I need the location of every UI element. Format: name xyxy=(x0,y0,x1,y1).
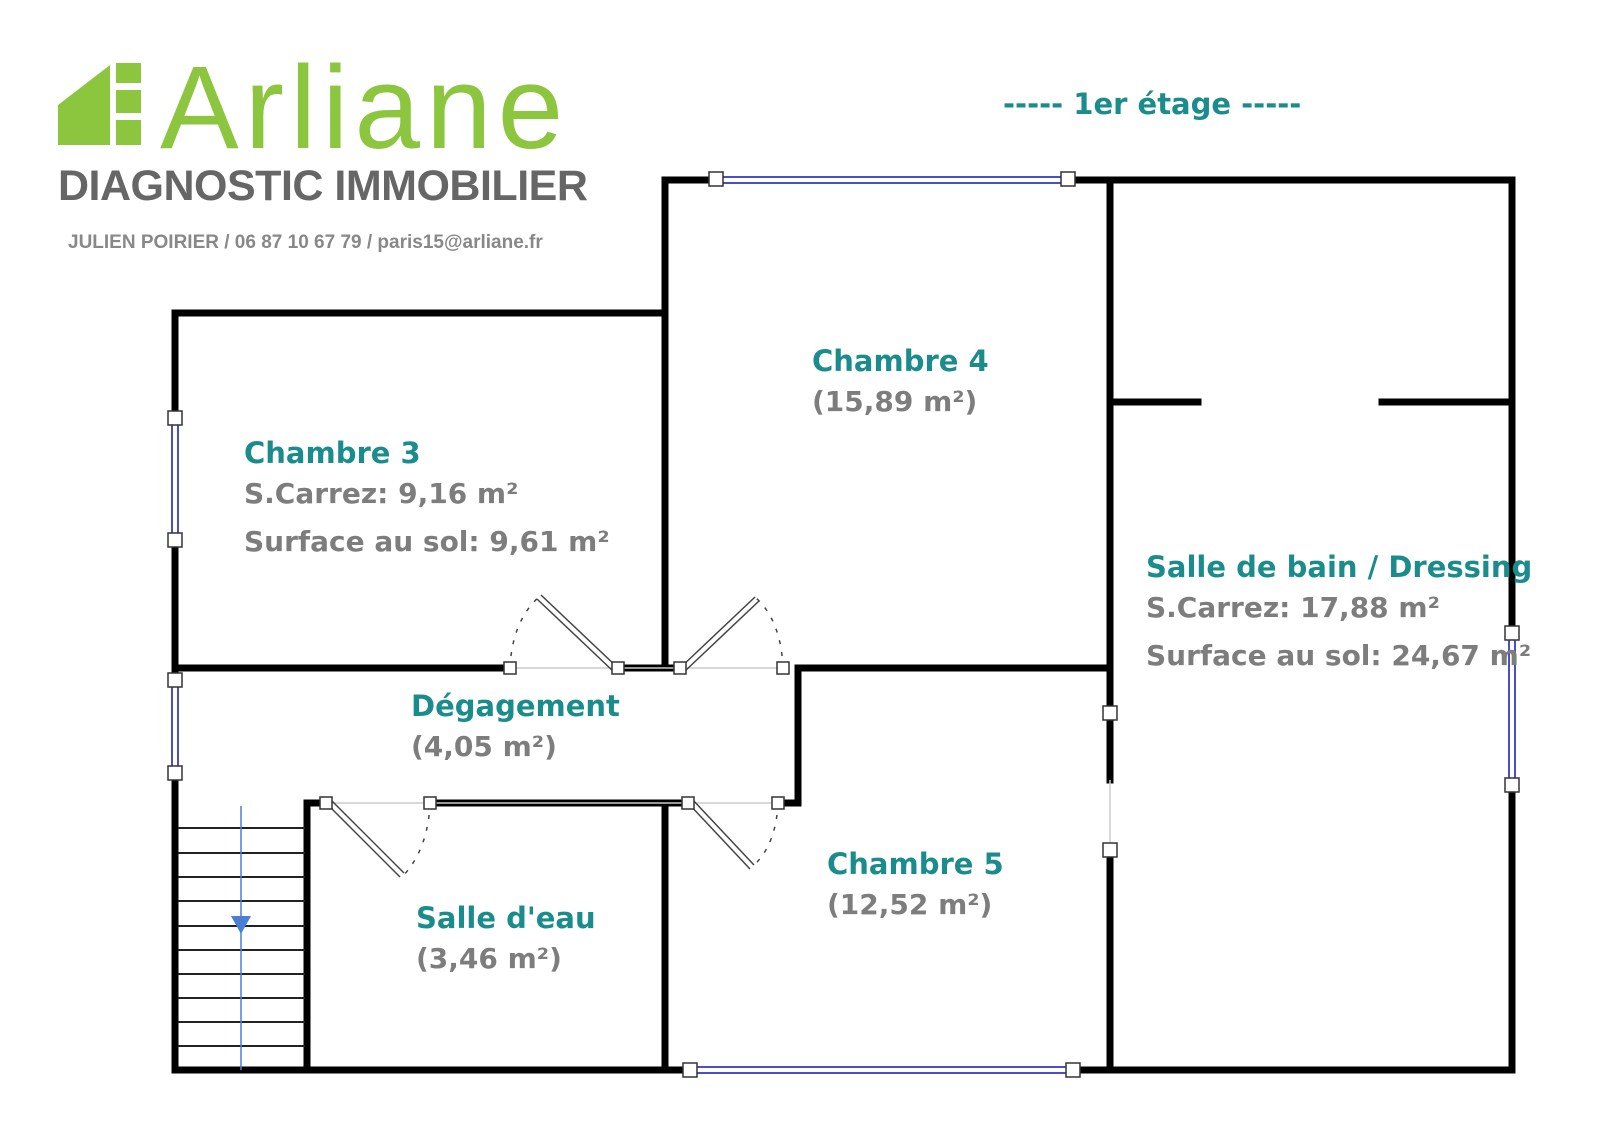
floor-label: ----- 1er étage ----- xyxy=(1003,87,1302,121)
room-area: (12,52 m²) xyxy=(827,888,993,921)
stair-arrow-icon xyxy=(231,916,251,934)
room-name: Chambre 4 xyxy=(812,344,989,378)
room-name: Salle d'eau xyxy=(416,901,596,935)
door-chambre5 xyxy=(687,798,779,870)
room-area: (15,89 m²) xyxy=(812,385,978,418)
room-surface-sol: Surface au sol: 9,61 m² xyxy=(244,525,610,558)
walls xyxy=(171,176,1516,1074)
room-area: (4,05 m²) xyxy=(411,730,557,763)
room-name: Dégagement xyxy=(411,689,620,723)
room-name: Chambre 5 xyxy=(827,847,1004,881)
logo-house-icon xyxy=(58,63,141,145)
logo-brand: Arliane xyxy=(160,42,570,174)
door-salle-eau xyxy=(325,798,431,878)
room-name: Salle de bain / Dressing xyxy=(1146,550,1533,584)
windows xyxy=(171,176,1516,1074)
room-carrez: S.Carrez: 9,16 m² xyxy=(244,477,519,510)
room-area: (3,46 m²) xyxy=(416,942,562,975)
logo-subtitle: DIAGNOSTIC IMMOBILIER xyxy=(58,162,588,210)
doors xyxy=(325,594,784,878)
room-name: Chambre 3 xyxy=(244,436,421,470)
room-chambre4: Chambre 4 (15,89 m²) xyxy=(812,344,989,426)
door-openings xyxy=(326,667,1111,850)
door-chambre4 xyxy=(679,596,784,673)
room-chambre5: Chambre 5 (12,52 m²) xyxy=(827,847,1004,929)
room-salle-de-bain: Salle de bain / Dressing S.Carrez: 17,88… xyxy=(1146,550,1532,680)
contact-info: JULIEN POIRIER / 06 87 10 67 79 / paris1… xyxy=(68,232,543,253)
room-surface-sol: Surface au sol: 24,67 m² xyxy=(1146,639,1532,672)
stairs xyxy=(178,806,305,1070)
room-carrez: S.Carrez: 17,88 m² xyxy=(1146,591,1440,624)
handles xyxy=(167,171,1520,1078)
room-chambre3: Chambre 3 S.Carrez: 9,16 m² Surface au s… xyxy=(244,436,610,566)
room-degagement: Dégagement (4,05 m²) xyxy=(411,689,620,771)
room-salle-eau: Salle d'eau (3,46 m²) xyxy=(416,901,596,983)
door-chambre3 xyxy=(509,594,619,673)
